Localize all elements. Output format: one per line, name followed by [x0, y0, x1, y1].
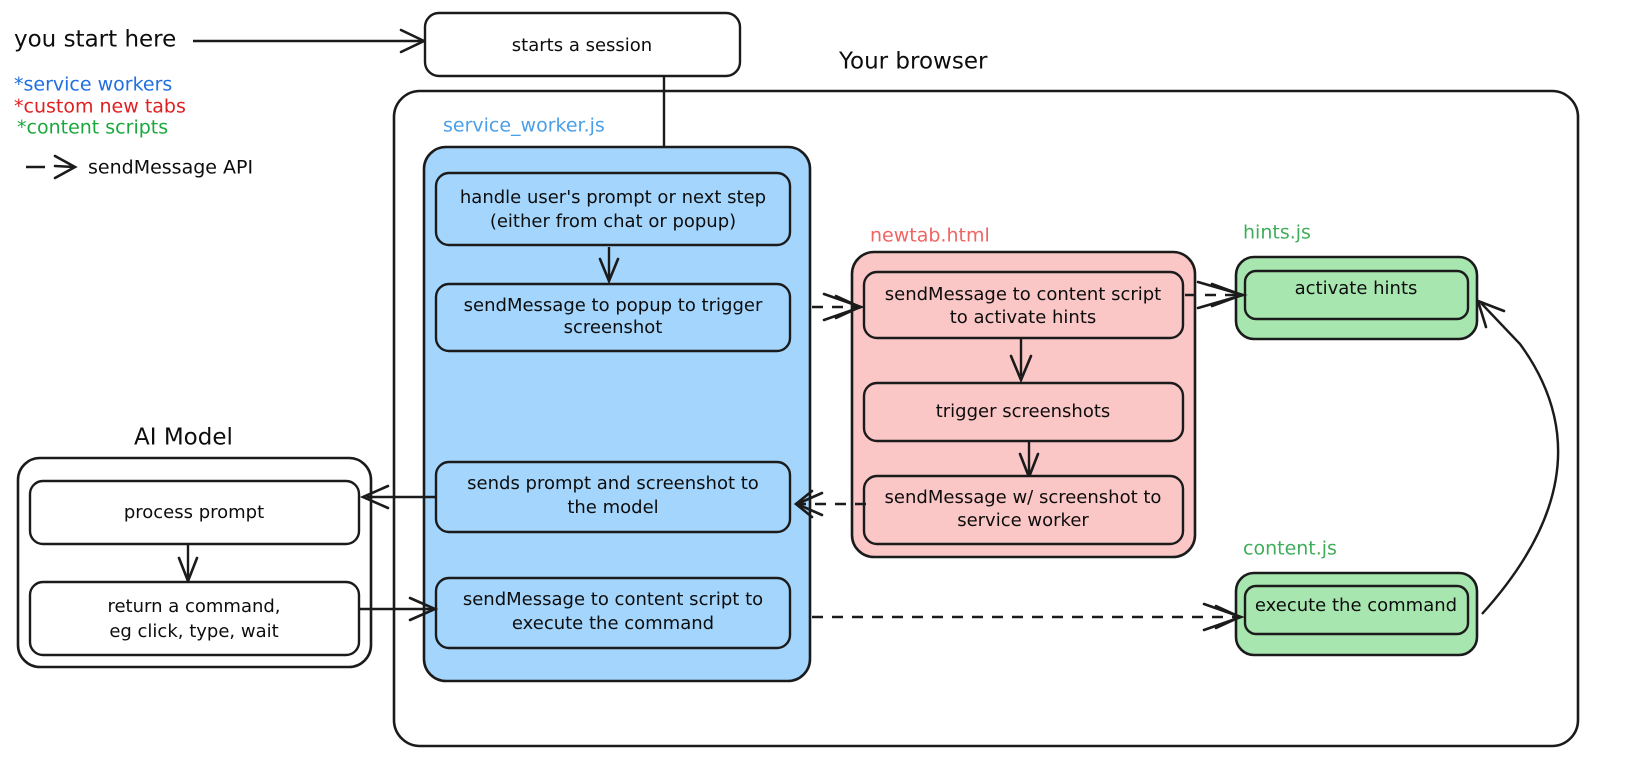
legend-sendmessage-api-label: sendMessage API	[88, 157, 253, 179]
you-start-here-label: you start here	[14, 27, 176, 53]
node-activate-hints-label: activate hints	[1295, 278, 1418, 299]
group-label-service-worker: service_worker.js	[443, 115, 605, 137]
edge-content-to-hints-curve	[1480, 302, 1560, 615]
group-label-content: content.js	[1243, 538, 1337, 560]
your-browser-label: Your browser	[838, 49, 988, 75]
node-sw-send-execute-line2: execute the command	[512, 613, 714, 634]
legend-dashed-arrow-icon	[26, 154, 78, 180]
arrowhead-newtab-to-hints-2	[1210, 282, 1246, 308]
node-return-command-line2: eg click, type, wait	[109, 621, 278, 642]
group-label-hints: hints.js	[1243, 222, 1311, 244]
node-sw-send-popup-line1: sendMessage to popup to trigger	[464, 295, 763, 316]
node-execute-command-label: execute the command	[1255, 595, 1457, 616]
arrowhead-model-to-ai	[359, 484, 390, 510]
arrowhead-content-to-hints-curve	[1476, 299, 1506, 329]
legend-item-service-workers: *service workers	[14, 74, 172, 96]
arrowhead-newtab-to-service-worker-2	[793, 491, 824, 517]
node-process-prompt-label: process prompt	[124, 502, 264, 523]
node-sw-send-model-line2: the model	[567, 497, 658, 518]
node-sw-send-execute[interactable]	[434, 576, 792, 650]
node-sw-send-model-line1: sends prompt and screenshot to	[467, 473, 759, 494]
node-sw-send-execute-line1: sendMessage to content script to	[463, 589, 763, 610]
node-sw-handle-prompt-line2: (either from chat or popup)	[490, 211, 736, 232]
node-sw-send-popup[interactable]	[434, 282, 792, 353]
node-execute-command[interactable]	[1243, 584, 1470, 636]
arrowhead-ai-return-to-sw-execute	[408, 596, 439, 622]
ai-model-label: AI Model	[134, 425, 233, 451]
node-process-prompt[interactable]	[28, 479, 361, 546]
legend-item-content-scripts: *content scripts	[17, 117, 168, 139]
node-return-command-line1: return a command,	[107, 596, 280, 617]
arrowhead-sw-handle-to-popup	[598, 257, 620, 285]
node-nt-activate-hints[interactable]	[862, 270, 1185, 340]
node-nt-send-screenshot-line2: service worker	[957, 510, 1089, 531]
node-nt-send-screenshot-line1: sendMessage w/ screenshot to	[885, 487, 1162, 508]
node-nt-trigger-screenshots[interactable]	[862, 381, 1185, 443]
node-nt-activate-hints-line1: sendMessage to content script	[885, 284, 1162, 305]
node-nt-send-screenshot[interactable]	[862, 474, 1185, 546]
group-service-worker	[422, 145, 812, 683]
node-nt-trigger-screenshots-label: trigger screenshots	[936, 401, 1111, 422]
node-return-command[interactable]	[28, 580, 361, 657]
arrowhead-popup-to-newtab-2	[834, 294, 864, 320]
group-label-newtab: newtab.html	[870, 225, 990, 247]
node-sw-handle-prompt[interactable]	[434, 171, 792, 247]
node-sw-handle-prompt-line1: handle user's prompt or next step	[460, 187, 766, 208]
arrowhead-sw-execute-to-content-2	[1214, 604, 1244, 630]
node-nt-activate-hints-line2: to activate hints	[950, 307, 1097, 328]
arrowhead-nt-activate-to-trigger	[1009, 354, 1033, 384]
node-sw-send-popup-line2: screenshot	[564, 317, 663, 338]
node-starts-a-session[interactable]	[423, 11, 742, 78]
node-starts-a-session-label: starts a session	[512, 35, 652, 56]
legend-item-custom-new-tabs: *custom new tabs	[14, 96, 186, 118]
